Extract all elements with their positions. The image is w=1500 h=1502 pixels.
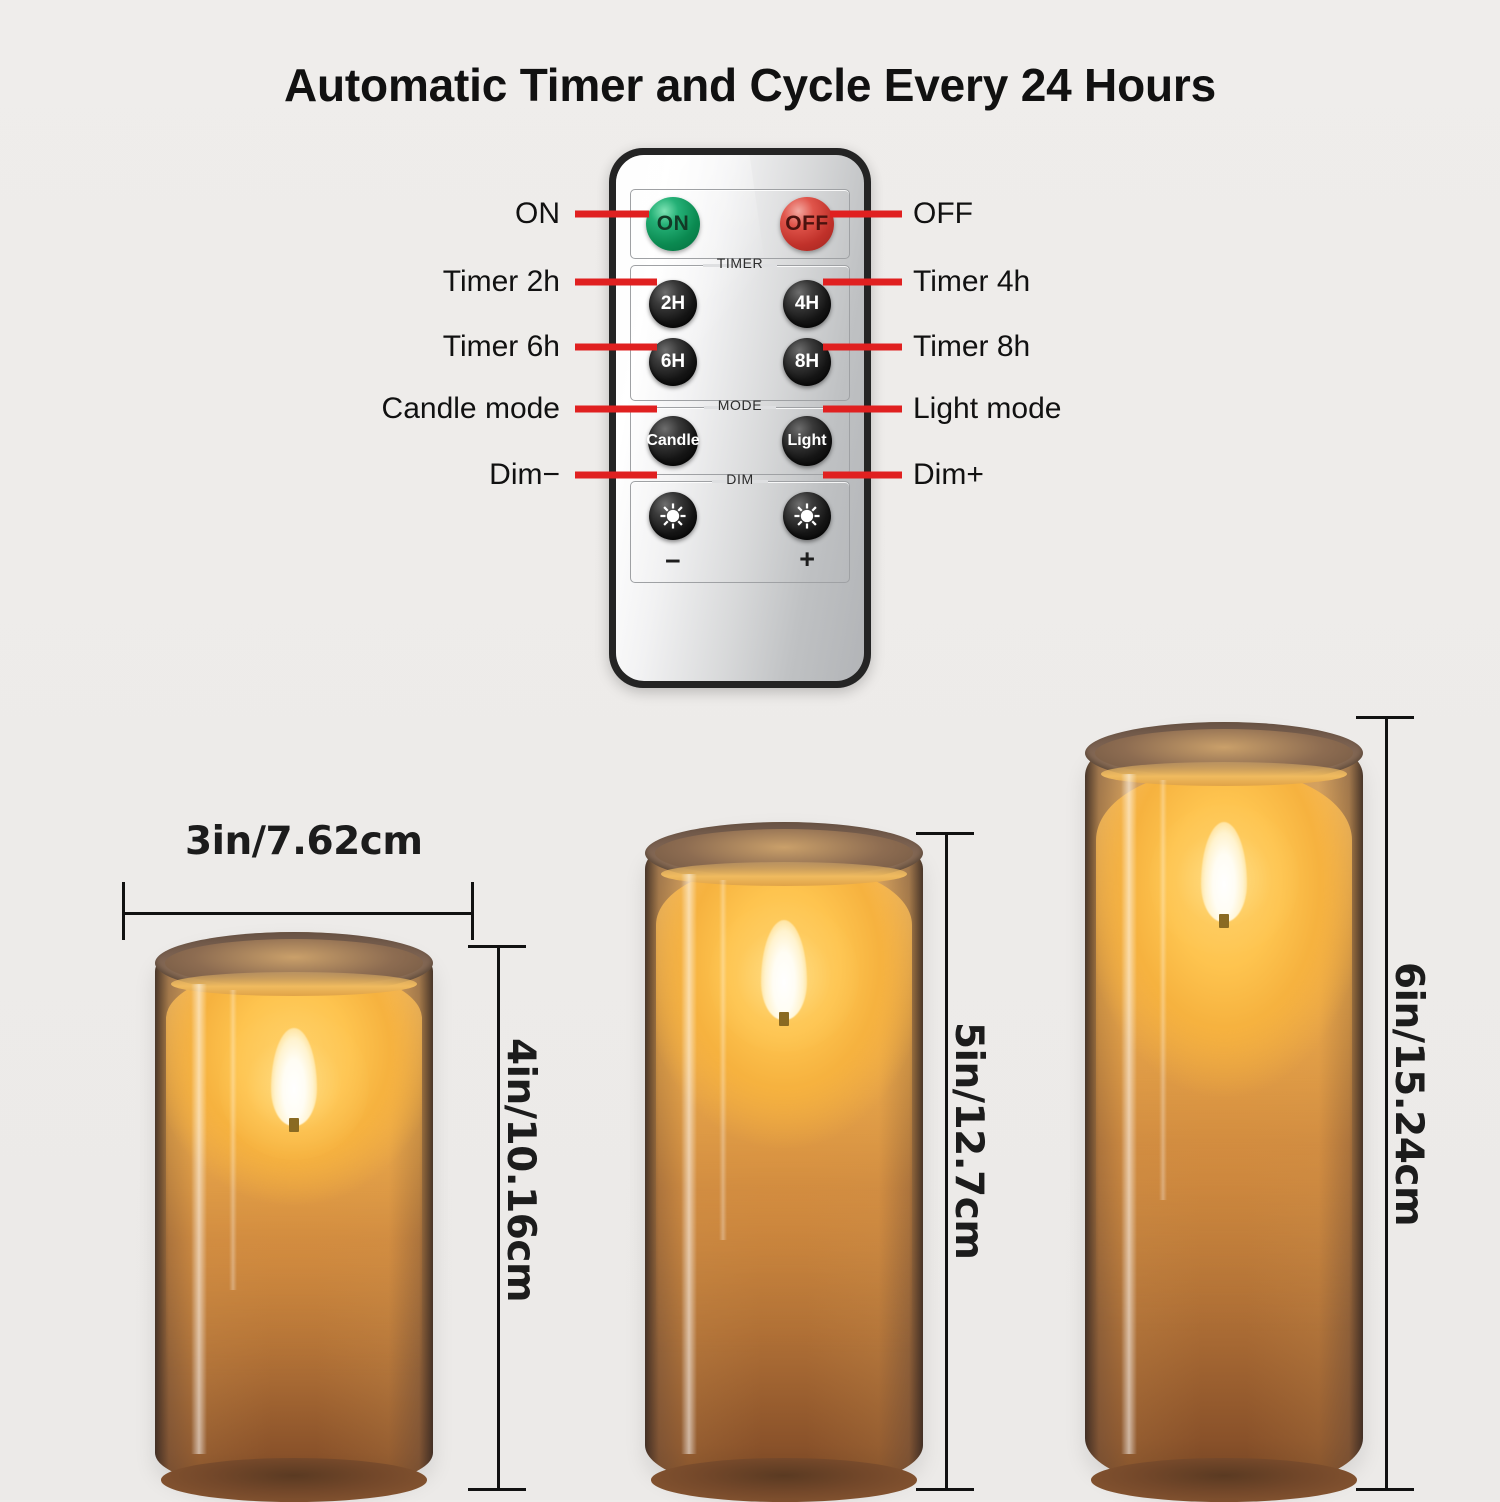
height-dimension-cap-top-medium	[916, 832, 974, 835]
dim-plus-button[interactable]	[783, 492, 831, 540]
light-mode-button[interactable]: Light	[782, 416, 832, 466]
candle-tall	[1085, 722, 1363, 1502]
dim-plus-label: +	[799, 544, 815, 574]
leader-line-timer-6h	[575, 343, 657, 351]
callout-light-mode: Light mode	[913, 392, 1062, 425]
callout-timer-6h: Timer 6h	[442, 330, 560, 363]
candle-medium	[645, 822, 923, 1502]
candle-base-medium	[650, 1458, 918, 1502]
width-dimension-line	[122, 912, 474, 915]
mode-group-legend: MODE	[717, 397, 763, 413]
dim-legend-mask	[712, 480, 768, 483]
candle-rim-gold-medium	[661, 862, 907, 886]
height-dimension-line-medium	[945, 832, 948, 1490]
candle-mode-button[interactable]: Candle	[646, 416, 700, 466]
timer-8h-button[interactable]: 8H	[783, 338, 831, 386]
height-label-tall: 6in/15.24cm	[1386, 962, 1431, 1227]
timer-button-group: TIMER 2H 4H 6H 8H	[630, 255, 850, 401]
dim-button-group: DIM	[630, 471, 850, 583]
leader-line-dim-minus	[575, 471, 657, 479]
off-button[interactable]: OFF	[780, 197, 834, 251]
mode-legend-mask	[704, 406, 776, 409]
leader-line-candle-mode	[575, 405, 657, 413]
candle-wick-small	[289, 1118, 299, 1132]
candle-flame-tall	[1201, 822, 1247, 922]
sun-brightness-icon	[660, 503, 686, 529]
callout-off: OFF	[913, 197, 973, 230]
leader-line-timer-2h	[575, 278, 657, 286]
sun-brightness-icon	[794, 503, 820, 529]
callout-timer-4h: Timer 4h	[913, 265, 1031, 298]
candle-flame-medium	[761, 920, 807, 1020]
callout-timer-8h: Timer 8h	[913, 330, 1031, 363]
remote-control: ON OFF TIMER 2H 4H 6H 8H MODE Candle Lig…	[609, 148, 871, 688]
height-dimension-cap-top-tall	[1356, 716, 1414, 719]
dim-minus-button[interactable]	[649, 492, 697, 540]
leader-line-light-mode	[823, 405, 902, 413]
candle-wick-tall	[1219, 914, 1229, 928]
height-label-medium: 5in/12.7cm	[946, 1022, 991, 1260]
width-dimension-cap-left	[122, 882, 125, 940]
height-dimension-cap-bottom-small	[468, 1488, 526, 1491]
remote-face: ON OFF TIMER 2H 4H 6H 8H MODE Candle Lig…	[616, 155, 864, 681]
dim-group-legend: DIM	[726, 471, 754, 487]
timer-2h-button[interactable]: 2H	[649, 280, 697, 328]
height-dimension-cap-top-small	[468, 945, 526, 948]
callout-candle-mode: Candle mode	[381, 392, 560, 425]
leader-line-off	[830, 210, 902, 218]
leader-line-timer-8h	[823, 343, 902, 351]
width-label-small: 3in/7.62cm	[185, 819, 423, 864]
leader-line-on	[575, 210, 649, 218]
height-dimension-cap-bottom-tall	[1356, 1488, 1414, 1491]
callout-dim-plus: Dim+	[913, 458, 984, 491]
candle-rim-gold-small	[171, 972, 417, 996]
timer-4h-button[interactable]: 4H	[783, 280, 831, 328]
width-dimension-cap-right	[471, 882, 474, 940]
candle-base-small	[160, 1458, 428, 1502]
timer-legend-mask	[703, 264, 777, 267]
candle-small	[155, 932, 433, 1502]
on-button[interactable]: ON	[646, 197, 700, 251]
candle-flame-small	[271, 1028, 317, 1126]
timer-group-legend: TIMER	[716, 255, 764, 271]
height-dimension-cap-bottom-medium	[916, 1488, 974, 1491]
callout-timer-2h: Timer 2h	[442, 265, 560, 298]
candle-wick-medium	[779, 1012, 789, 1026]
dim-minus-label: −	[665, 546, 681, 576]
page-title: Automatic Timer and Cycle Every 24 Hours	[284, 59, 1216, 111]
timer-6h-button[interactable]: 6H	[649, 338, 697, 386]
callout-on: ON	[515, 197, 560, 230]
power-button-group: ON OFF	[630, 189, 850, 259]
height-dimension-line-tall	[1385, 716, 1388, 1490]
mode-button-group: MODE Candle Light	[630, 397, 850, 475]
leader-line-timer-4h	[823, 278, 902, 286]
candle-rim-gold-tall	[1101, 762, 1347, 786]
height-label-small: 4in/10.16cm	[498, 1038, 543, 1303]
candle-base-tall	[1090, 1458, 1358, 1502]
leader-line-dim-plus	[823, 471, 902, 479]
height-dimension-line-small	[497, 945, 500, 1490]
callout-dim-minus: Dim−	[489, 458, 560, 491]
